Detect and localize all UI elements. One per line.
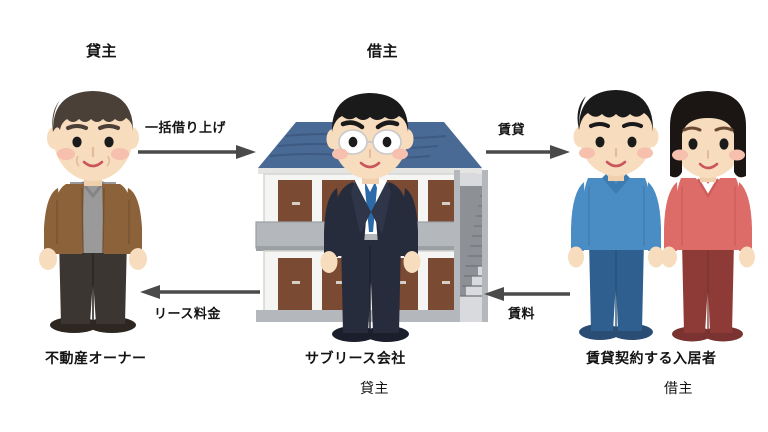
figure-tenant-man xyxy=(556,82,676,344)
label-bulk-lease: 一括借り上げ xyxy=(145,121,227,136)
label-lease-fee: リース料金 xyxy=(154,307,221,322)
label-sublease-company-name: サブリース会社 xyxy=(305,351,406,367)
figure-tenant-woman xyxy=(650,84,768,346)
arrow-lease-fee xyxy=(132,284,260,300)
arrow-bulk-lease xyxy=(138,144,258,160)
label-tenants-role: 借主 xyxy=(664,381,693,397)
arrow-rental xyxy=(486,144,572,160)
arrow-rent xyxy=(478,286,570,302)
label-sublease-company-role: 貸主 xyxy=(360,381,389,397)
label-owner-role-top: 貸主 xyxy=(86,42,118,60)
figure-property-owner xyxy=(22,78,162,340)
figure-sublease-company-person xyxy=(307,84,433,346)
label-rental: 賃貸 xyxy=(498,123,526,138)
label-property-owner-name: 不動産オーナー xyxy=(45,351,147,367)
label-sublease-role-top: 借主 xyxy=(367,42,399,60)
label-tenants-name: 賃貸契約する入居者 xyxy=(586,351,717,367)
label-rent: 賃料 xyxy=(508,307,536,322)
